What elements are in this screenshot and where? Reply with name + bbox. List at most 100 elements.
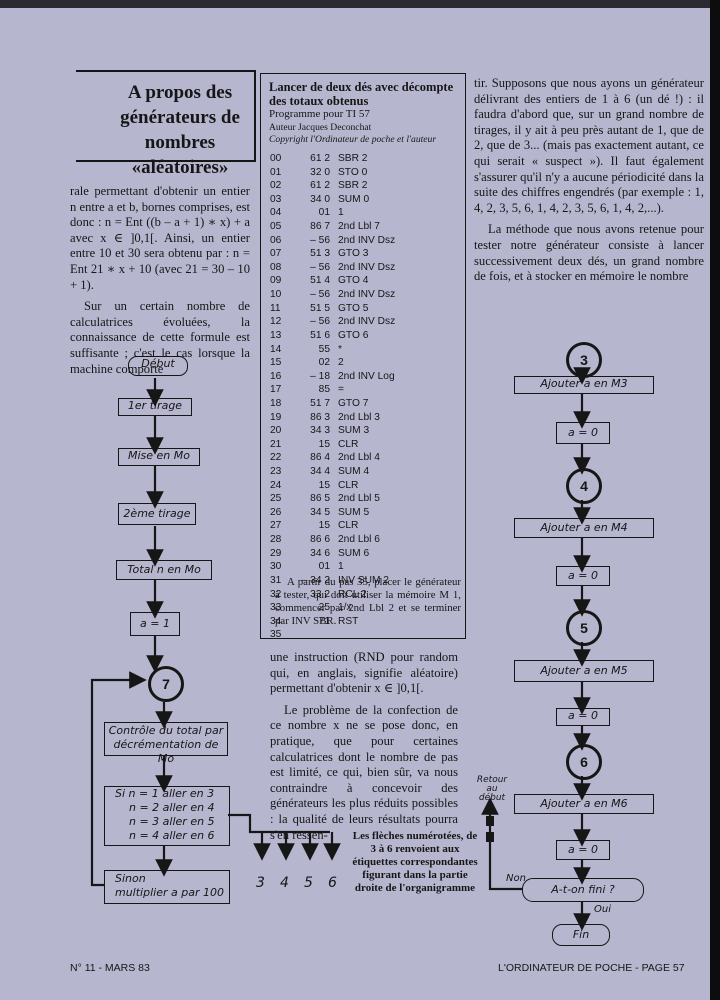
flow-return-line-1: Retour (476, 775, 508, 785)
program-step-number: 35 (270, 629, 282, 641)
program-key-code: 86 3 (310, 411, 330, 423)
flow-label-6-circle: 6 (566, 744, 602, 780)
program-step-number: 28 (270, 534, 282, 546)
program-instruction: GTO 4 (338, 275, 369, 287)
column-2-paragraph-1: une instruction (RND pour random qui, en… (270, 650, 458, 696)
program-step-number: 23 (270, 466, 282, 478)
flow-condition-2: n = 2 aller en 4 (129, 801, 215, 814)
program-instruction: SUM 0 (338, 193, 370, 205)
program-instruction: RST (338, 615, 359, 627)
program-step-number: 31 (270, 574, 282, 586)
flow-output-3: 3 (256, 875, 265, 891)
program-key-code: 86 5 (310, 493, 330, 505)
program-instruction: = (338, 384, 344, 396)
flow-else-box: Sinon multiplier a par 100 (104, 870, 230, 904)
flow-store-box: Mise en Mo (118, 448, 200, 466)
program-instruction: 2nd Lbl 7 (338, 221, 380, 233)
flow-done-decision: A-t-on fini ? (522, 878, 644, 902)
program-step-number: 20 (270, 425, 282, 437)
program-key-code: 02 (318, 357, 330, 369)
page-right-edge (710, 0, 720, 1000)
program-credits: Auteur Jacques Deconchat Copyright l'Ord… (269, 122, 463, 145)
flow-label-3: 3 (580, 352, 588, 368)
program-instruction: STO 0 (338, 166, 368, 178)
program-key-code: 01 (318, 561, 330, 573)
program-key-code: – 34 2 (301, 574, 330, 586)
article-title-box: A propos des générateurs de nombres «alé… (76, 70, 256, 178)
program-key-code: 33 2 (310, 588, 330, 600)
flowchart-caption: Les flèches numérotées, de 3 à 6 renvoie… (352, 830, 478, 894)
flow-add-m5-label: Ajouter a en M5 (540, 664, 628, 677)
flow-condition-3: n = 3 aller en 5 (129, 815, 215, 828)
program-step-number: 25 (270, 493, 282, 505)
flow-add-m3-label: Ajouter a en M3 (540, 377, 628, 390)
flow-reset-4-box: a = 0 (556, 840, 610, 860)
program-instruction: 1/x (338, 602, 352, 614)
program-key-code: – 18 (310, 370, 330, 382)
program-step-number: 06 (270, 234, 282, 246)
program-listing-box: Lancer de deux dés avec décompte des tot… (260, 73, 466, 641)
program-step-number: 24 (270, 479, 282, 491)
program-instruction: 1 (338, 207, 344, 219)
flow-total-label: Total n en Mo (127, 563, 201, 576)
program-subtitle: Programme pour TI 57 (269, 108, 370, 120)
program-step-number: 14 (270, 343, 282, 355)
flow-reset-1-box: a = 0 (556, 422, 610, 444)
column-1-text: rale permettant d'obtenir un entier n en… (70, 184, 250, 383)
program-instruction: 1 (338, 561, 344, 573)
flow-condition-box: Si n = 1 aller en 3 n = 2 aller en 4 n =… (104, 786, 230, 846)
program-key-code: 32 0 (310, 166, 330, 178)
program-step-number: 33 (270, 602, 282, 614)
program-key-code: 34 3 (310, 425, 330, 437)
flow-total-box: Total n en Mo (116, 560, 212, 580)
program-step-number: 15 (270, 357, 282, 369)
flow-check-line-2: décrémentation de Mo (113, 738, 219, 765)
flow-label-7: 7 (162, 676, 170, 692)
footer-page: L'ORDINATEUR DE POCHE - PAGE 57 (498, 962, 685, 974)
program-author: Auteur Jacques Deconchat (269, 122, 372, 133)
program-key-code: 01 (318, 207, 330, 219)
flow-else-line-1: Sinon (115, 872, 146, 885)
program-instruction: GTO 7 (338, 397, 369, 409)
column-1-paragraph-1: rale permettant d'obtenir un entier n en… (70, 184, 250, 292)
program-instruction: SUM 6 (338, 547, 370, 559)
program-key-code: 34 4 (310, 466, 330, 478)
program-step-number: 08 (270, 261, 282, 273)
flow-reset-2-box: a = 0 (556, 566, 610, 586)
column-3-text: tir. Supposons que nous ayons un générat… (474, 76, 704, 291)
program-key-code: 61 2 (310, 180, 330, 192)
program-instruction: GTO 3 (338, 248, 369, 260)
program-step-number: 16 (270, 370, 282, 382)
program-step-number: 22 (270, 452, 282, 464)
program-step-number: 10 (270, 289, 282, 301)
flow-first-draw-label: 1er tirage (127, 399, 183, 412)
program-instruction: 2nd INV Dsz (338, 289, 396, 301)
program-instruction: 2nd Lbl 5 (338, 493, 380, 505)
flow-label-4: 4 (580, 478, 588, 494)
program-key-code: 55 (318, 343, 330, 355)
program-key-code: 71 (318, 615, 330, 627)
program-title: Lancer de deux dés avec décompte des tot… (269, 80, 454, 108)
program-key-code: 34 5 (310, 506, 330, 518)
flow-yes-label: Oui (594, 904, 611, 915)
program-step-number: 12 (270, 316, 282, 328)
program-instruction: SBR 2 (338, 180, 368, 192)
column-2-paragraph-2: Le problème de la confection de ce nombr… (270, 702, 458, 842)
program-step-number: 13 (270, 329, 282, 341)
flow-add-m5-box: Ajouter a en M5 (514, 660, 654, 682)
program-step-number: 00 (270, 153, 282, 164)
flow-a1-box: a = 1 (130, 612, 180, 636)
flow-start-label: Début (141, 357, 175, 370)
program-step-number: 32 (270, 588, 282, 600)
flow-start-node: Début (128, 356, 188, 376)
program-instruction: 2nd Lbl 3 (338, 411, 380, 423)
program-instruction: INV SUM 2 (338, 574, 389, 586)
program-key-code: 61 2 (310, 153, 330, 164)
program-key-code: 86 4 (310, 452, 330, 464)
program-key-code: 51 6 (310, 329, 330, 341)
flow-second-draw-label: 2ème tirage (123, 507, 191, 520)
program-key-code: 86 7 (310, 221, 330, 233)
flow-check-line-1: Contrôle du total par (108, 724, 224, 737)
